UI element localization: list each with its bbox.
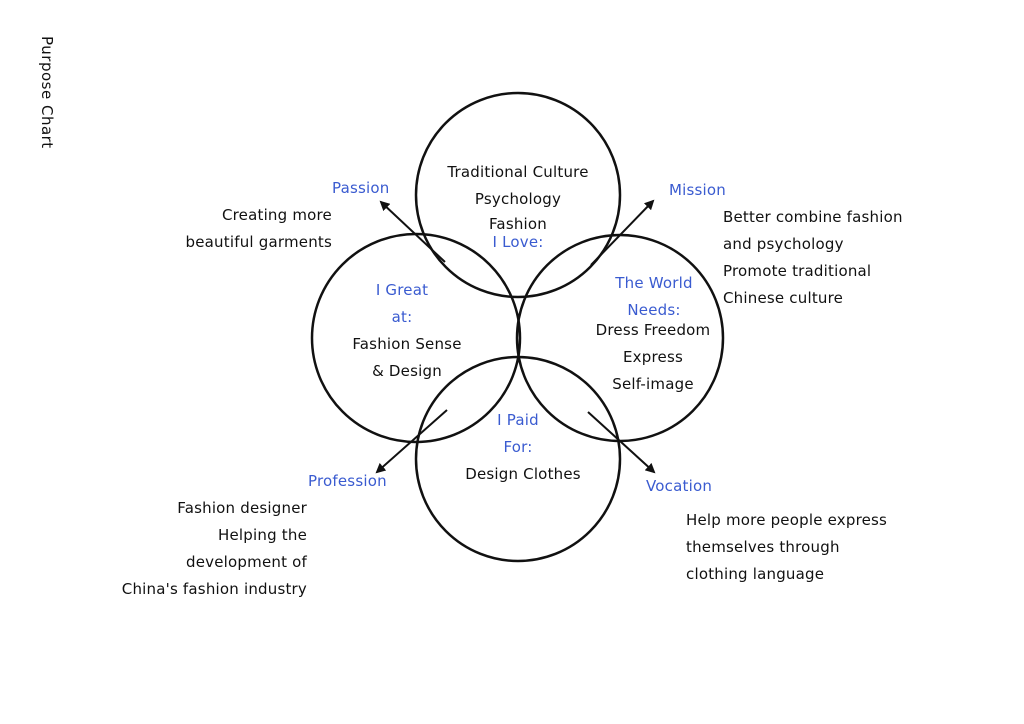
arrow-mission <box>590 199 655 266</box>
great-at-items: Fashion Sense & Design <box>332 331 482 385</box>
mission-item: Better combine fashion <box>723 208 903 226</box>
passion-label: Passion <box>332 179 390 197</box>
great-at-header-line: at: <box>391 308 413 326</box>
world-needs-items: Dress Freedom Express Self-image <box>583 317 723 398</box>
profession-item: Helping the <box>218 526 307 544</box>
great-at-header: I Great at: <box>342 277 462 331</box>
mission-label: Mission <box>669 181 726 199</box>
paid-for-item: Design Clothes <box>465 465 581 483</box>
vocation-item: Help more people express <box>686 511 888 529</box>
profession-items: Fashion designer Helping the development… <box>70 495 307 603</box>
arrow-passion <box>379 200 446 263</box>
profession-item: Fashion designer <box>177 499 307 517</box>
mission-item: Chinese culture <box>723 289 844 307</box>
paid-for-header-line: I Paid <box>497 411 539 429</box>
passion-item: Creating more <box>221 206 332 224</box>
world-needs-item: Express <box>623 348 683 366</box>
love-item: Fashion <box>488 215 548 233</box>
vocation-item: clothing language <box>686 565 825 583</box>
mission-item: and psychology <box>723 235 844 253</box>
arrow-vocation <box>587 411 656 474</box>
arrow-profession <box>375 409 448 474</box>
love-item: Psychology <box>474 190 562 208</box>
circle-love <box>414 91 622 299</box>
paid-for-header: I Paid For: <box>468 407 568 461</box>
world-needs-header-line: The World <box>615 274 693 292</box>
circle-paid-for <box>414 355 622 563</box>
vocation-items: Help more people express themselves thro… <box>686 507 926 588</box>
great-at-item: Fashion Sense <box>352 335 462 353</box>
vocation-label: Vocation <box>646 477 713 495</box>
world-needs-item: Dress Freedom <box>595 321 711 339</box>
profession-item: development of <box>186 553 307 571</box>
love-items: Traditional Culture Psychology Fashion <box>418 159 618 235</box>
great-at-item: & Design <box>372 362 442 380</box>
profession-item: China's fashion industry <box>121 580 307 598</box>
love-header: I Love: <box>492 233 544 251</box>
great-at-header-line: I Great <box>375 281 429 299</box>
passion-item: beautiful garments <box>185 233 332 251</box>
world-needs-header: The World Needs: <box>594 270 714 324</box>
page-title: Purpose Chart <box>38 36 56 149</box>
vocation-item: themselves through <box>686 538 840 556</box>
profession-label: Profession <box>308 472 387 490</box>
mission-item: Promote traditional <box>723 262 872 280</box>
passion-items: Creating more beautiful garments <box>120 202 332 256</box>
world-needs-item: Self-image <box>612 375 694 393</box>
paid-for-header-line: For: <box>503 438 533 456</box>
mission-items: Better combine fashion and psychology Pr… <box>723 204 963 312</box>
world-needs-header-line: Needs: <box>627 301 681 319</box>
love-item: Traditional Culture <box>447 163 589 181</box>
